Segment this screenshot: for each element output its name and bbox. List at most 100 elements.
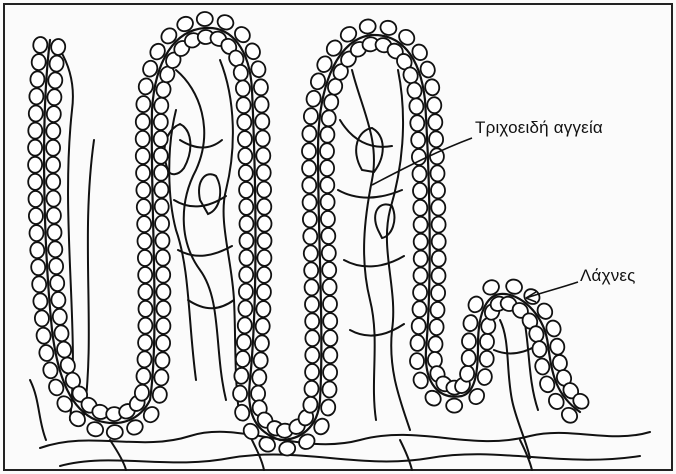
epithelial-cell [534,357,551,375]
epithelial-cell [137,199,151,215]
epithelial-cell [462,333,476,349]
epithelial-cells [28,12,591,457]
epithelial-cell [136,96,151,113]
epithelial-cell [152,386,168,404]
epithelial-cell [238,300,253,316]
epithelial-cell [304,279,318,295]
villi-label: Λάχνες [580,266,636,286]
epithelial-cell [414,217,428,233]
epithelial-cell [32,276,47,293]
epithelial-cell [412,166,427,182]
epithelial-cell [46,123,60,139]
epithelial-cell [46,190,60,206]
epithelial-cell [305,313,319,329]
epithelial-cell [257,216,271,232]
epithelial-cell [239,233,253,249]
epithelial-cell [234,367,249,384]
epithelial-cell [256,301,271,317]
epithelial-cell [406,81,423,99]
epithelial-cell [305,364,319,380]
epithelial-cell [278,440,296,456]
epithelial-cell [323,93,340,111]
epithelial-cell [255,318,270,335]
epithelial-cell [253,79,268,96]
epithelial-cell [303,228,317,244]
epithelial-cell [48,241,63,258]
epithelial-cell [239,199,253,215]
epithelial-cell [29,105,43,121]
epithelial-cell [155,352,170,369]
epithelial-cell [254,335,269,352]
epithelial-cell [322,381,337,398]
epithelial-cell [302,160,316,176]
epithelial-cell [429,131,444,148]
epithelial-cell [51,291,66,308]
epithelial-cell [321,228,335,244]
epithelial-cell [257,181,271,197]
epithelial-cell [431,199,445,215]
epithelial-cell [321,110,337,128]
epithelial-cell [154,182,168,198]
epithelial-cell [138,318,152,334]
epithelial-cell [56,340,73,358]
epithelial-cell [53,324,69,342]
epithelial-cell [302,396,318,414]
epithelial-cell [46,140,60,156]
epithelial-cell [320,143,334,159]
epithelial-cell [462,314,478,332]
epithelial-cell [479,351,494,368]
epithelial-cell [304,262,318,278]
epithelial-cell [257,199,271,215]
epithelial-cell [236,97,251,114]
epithelial-cell [413,200,427,216]
epithelial-cell [136,368,151,385]
epithelial-cell [428,114,443,131]
epithelial-cell [256,130,270,146]
epithelial-cell [257,164,271,180]
epithelial-cell [431,268,445,284]
epithelial-cell [414,234,428,250]
epithelial-cell [305,347,319,363]
epithelial-cell [323,296,337,312]
epithelial-cell [34,310,49,327]
epithelial-cell [549,338,565,356]
epithelial-cell [432,251,446,267]
epithelial-cell [154,148,168,164]
epithelial-cell [322,279,336,295]
epithelial-cell [257,267,271,283]
epithelial-cell [235,80,250,97]
epithelial-cell [239,283,253,299]
epithelial-cell [155,81,172,99]
epithelial-cell [320,177,334,193]
epithelial-cell [154,369,169,386]
epithelial-cell [134,384,150,402]
epithelial-cell [412,301,427,318]
epithelial-cell [414,251,428,267]
epithelial-cell [250,60,267,79]
epithelial-cell [46,174,60,190]
epithelial-cell [29,88,44,105]
epithelial-cell [320,160,334,176]
epithelial-cell [156,267,170,283]
epithelial-cell [30,71,45,88]
epithelial-cell [196,12,213,27]
epithelial-cell [32,36,48,53]
epithelial-cell [320,398,336,416]
epithelial-cell [28,140,42,156]
epithelial-cell [255,113,270,129]
epithelial-cell [239,250,253,266]
epithelial-cell [233,386,247,402]
epithelial-cell [31,54,46,71]
epithelial-cell [30,242,45,259]
epithelial-cell [302,194,316,210]
epithelial-cell [323,330,337,346]
epithelial-cell [461,350,476,367]
epithelial-cell [320,194,334,210]
epithelial-cell [238,148,252,164]
epithelial-cell [323,347,337,363]
epithelial-cell [155,199,169,215]
epithelial-cell [338,24,359,45]
epithelial-cell [253,352,268,369]
epithelial-cell [430,165,445,181]
epithelial-cell [476,368,493,386]
